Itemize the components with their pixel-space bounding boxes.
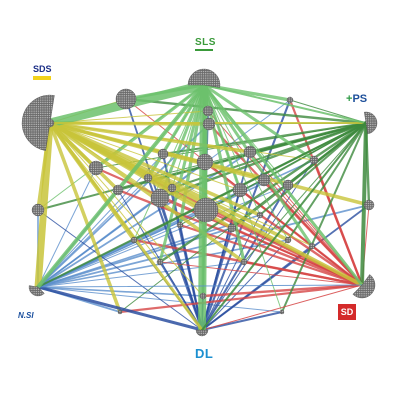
member-cluster <box>286 96 294 104</box>
edge <box>37 184 289 288</box>
member-cluster <box>363 199 375 211</box>
edge <box>37 284 363 288</box>
member-cluster <box>130 236 138 244</box>
edge <box>178 223 364 287</box>
member-cluster <box>243 145 257 159</box>
member-cluster <box>115 88 137 110</box>
edge <box>146 83 206 180</box>
logo-nsi-text: N.SI <box>18 311 34 320</box>
member-cluster <box>282 179 294 191</box>
member-cluster <box>150 188 170 208</box>
edge <box>242 260 364 287</box>
member-cluster <box>112 184 124 196</box>
logo-sds: SDS <box>33 65 52 80</box>
logo-sd-text: SD <box>340 306 354 317</box>
member-cluster <box>167 183 177 193</box>
edge <box>203 84 367 124</box>
edge <box>37 224 181 288</box>
member-cluster <box>31 203 45 217</box>
member-cluster <box>157 148 169 160</box>
member-cluster <box>227 223 237 233</box>
edge <box>201 227 233 331</box>
hub-cluster-ps <box>364 111 378 135</box>
edge <box>201 122 367 331</box>
member-cluster <box>143 173 153 183</box>
logo-sls-underline <box>195 49 213 51</box>
edge <box>49 122 315 161</box>
edge <box>162 122 367 155</box>
edge <box>287 122 367 241</box>
edge <box>48 121 122 314</box>
logo-sds-text: SDS <box>33 64 52 74</box>
member-cluster <box>176 221 184 229</box>
member-cluster <box>279 309 285 315</box>
member-cluster <box>284 236 292 244</box>
edge <box>124 97 368 125</box>
member-cluster <box>202 117 216 131</box>
member-cluster <box>232 182 248 198</box>
logo-sd: SD <box>338 304 356 320</box>
edge <box>259 122 367 216</box>
edge <box>200 183 290 332</box>
member-cluster <box>88 160 104 176</box>
edge <box>36 285 204 332</box>
edge <box>118 283 364 314</box>
member-cluster <box>309 155 319 165</box>
edge <box>37 84 205 211</box>
logo-dl: DL <box>195 347 213 360</box>
edge <box>37 214 261 288</box>
edge <box>48 121 120 192</box>
logo-sds-bar <box>33 76 51 80</box>
edge <box>37 177 149 288</box>
logo-ps-text: PS <box>352 93 368 105</box>
edge <box>159 261 363 286</box>
edge <box>201 245 313 331</box>
edge <box>34 119 54 291</box>
edge <box>200 310 284 332</box>
member-cluster <box>256 211 264 219</box>
member-cluster <box>117 309 123 315</box>
member-cluster <box>257 173 271 187</box>
hub-cluster-sds <box>21 94 55 151</box>
member-cluster <box>202 105 214 117</box>
hub-cluster-sls <box>187 68 221 88</box>
edge <box>203 84 289 241</box>
logo-ps: +PS <box>346 94 367 105</box>
hub-cluster-dl <box>195 329 209 337</box>
logo-sls-text: SLS <box>195 37 216 48</box>
logo-dl-text: DL <box>195 346 214 361</box>
member-cluster <box>156 258 164 266</box>
hub-cluster-nsi <box>28 285 45 297</box>
member-cluster <box>196 153 214 171</box>
edge <box>243 122 367 263</box>
logo-nsi: N.SI <box>18 312 34 320</box>
edge <box>37 167 97 288</box>
logo-sls: SLS <box>195 38 216 51</box>
edge <box>48 121 262 217</box>
edge <box>49 122 204 297</box>
edge <box>37 261 245 288</box>
edge <box>37 209 203 331</box>
edge <box>201 214 261 331</box>
edge <box>48 121 246 264</box>
edge <box>230 121 368 230</box>
edge <box>281 122 367 313</box>
member-cluster <box>308 242 316 250</box>
edge <box>133 84 205 241</box>
member-cluster <box>240 258 248 266</box>
logo-ps-plus: + <box>346 93 353 105</box>
edge <box>258 213 364 287</box>
member-cluster <box>199 292 207 300</box>
edge <box>158 83 206 264</box>
hub-cluster-sd <box>352 274 376 299</box>
edge <box>202 83 314 248</box>
edge <box>201 284 363 331</box>
edge <box>158 121 368 264</box>
edge <box>48 121 204 332</box>
hub-center-sds <box>45 118 55 128</box>
member-cluster <box>193 197 219 223</box>
cluster-layer <box>21 68 378 337</box>
